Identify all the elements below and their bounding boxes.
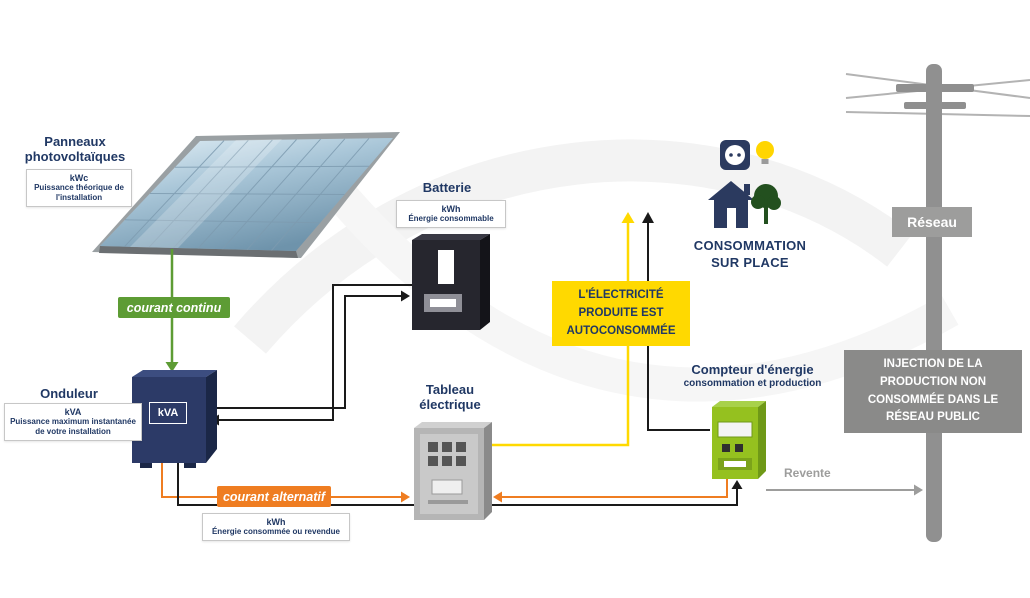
battery-unit: kWh <box>441 204 461 214</box>
grid-label: Réseau <box>892 207 972 237</box>
ac-energy-desc: Énergie consommée ou revendue <box>211 527 341 536</box>
bulb-icon <box>756 141 774 164</box>
electrical-panel-title: Tableau électrique <box>419 382 481 413</box>
battery-desc: Énergie consommable <box>408 214 494 223</box>
ac-energy-info-box: kWh Énergie consommée ou revendue <box>202 513 350 541</box>
energy-meter-title-block: Compteur d'énergie consommation et produ… <box>670 362 835 390</box>
ac-energy-unit: kWh <box>266 517 286 527</box>
inverter-desc: Puissance maximum instantanée de votre i… <box>10 417 136 436</box>
self-consumed-callout: L'ÉLECTRICITÉ PRODUITE EST AUTOCONSOMMÉE <box>552 281 690 347</box>
battery-info-box: kWh Énergie consommable <box>396 200 506 228</box>
inverter-illustration <box>132 370 217 468</box>
solar-panels-title: Panneaux photovoltaïques <box>24 134 126 165</box>
solar-panels-info-box: kWc Puissance théorique de l'installatio… <box>26 169 132 207</box>
energy-meter-illustration <box>712 401 766 479</box>
on-site-consumption-label: CONSOMMATION SUR PLACE <box>693 238 807 270</box>
utility-pole-illustration <box>845 64 1030 542</box>
meter-to-panel-line <box>493 479 728 503</box>
battery-title: Batterie <box>422 180 472 195</box>
inverter-unit: kVA <box>64 407 82 417</box>
inverter-info-box: kVA Puissance maximum instantanée de vot… <box>4 403 142 441</box>
plug-icon <box>720 140 750 170</box>
tree-icon <box>751 184 781 224</box>
solar-panels-desc: Puissance théorique de l'installation <box>34 183 124 202</box>
electrical-panel-illustration <box>414 422 492 520</box>
solar-panel-illustration <box>92 132 400 258</box>
inverter-device-label: kVA <box>149 402 187 424</box>
dc-current-tag: courant continu <box>118 297 230 318</box>
energy-meter-subtitle: consommation et production <box>683 377 822 389</box>
grid-injection-callout: INJECTION DE LA PRODUCTION NON CONSOMMÉE… <box>844 350 1022 434</box>
ac-current-tag: courant alternatif <box>217 486 331 507</box>
energy-meter-title: Compteur d'énergie <box>691 362 814 377</box>
inverter-to-battery-line <box>206 290 410 409</box>
solar-panels-unit: kWc <box>69 173 89 183</box>
consumption-icons <box>708 140 781 228</box>
resale-line <box>766 484 923 496</box>
inverter-title: Onduleur <box>40 386 98 401</box>
battery-illustration <box>412 234 490 330</box>
resale-label: Revente <box>784 466 831 480</box>
house-icon <box>708 181 754 228</box>
